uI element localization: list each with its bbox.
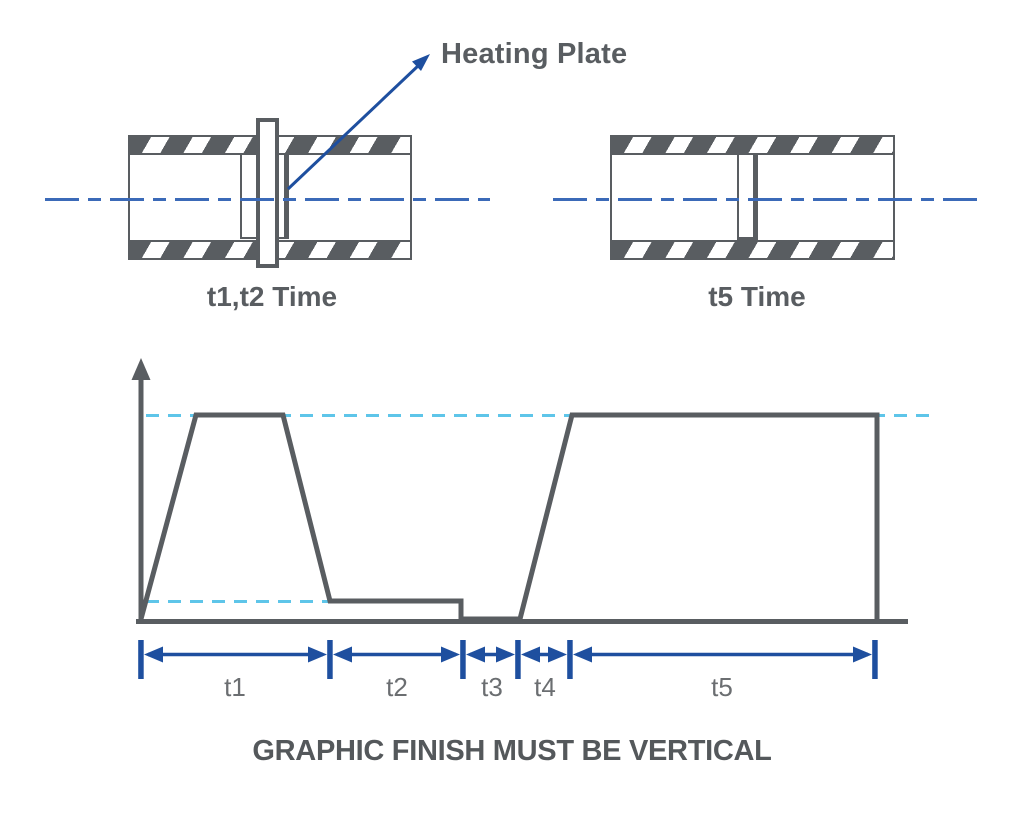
heating-plate-label: Heating Plate [441, 38, 628, 70]
t5-label: t5 [711, 672, 733, 702]
pressure-curve [138, 412, 880, 622]
heating-plate-leader-arrow [286, 54, 430, 191]
heating-plate-shape [256, 118, 279, 268]
dimension-t1 [144, 646, 327, 663]
left-pipe-caption: t1,t2 Time [206, 281, 338, 312]
dimension-t4 [521, 646, 567, 663]
t1-label: t1 [224, 672, 246, 702]
right-pipe-top-wall-hatch [610, 135, 895, 155]
dimension-t3 [466, 646, 515, 663]
t2-label: t2 [386, 672, 408, 702]
y-axis [131, 358, 151, 622]
weld-joint-shape [737, 153, 758, 241]
t4-label: t4 [534, 672, 556, 702]
left-pipe-right-edge [410, 135, 412, 260]
right-pipe-right-edge [893, 135, 895, 260]
tick-t5-end [872, 640, 878, 679]
right-pipe-bottom-wall-hatch [610, 240, 895, 260]
tick-t1-start [138, 640, 144, 679]
right-pipe-left-edge [610, 135, 612, 260]
t3-label: t3 [481, 672, 503, 702]
left-pipe-left-edge [128, 135, 130, 260]
bottom-caption: GRAPHIC FINISH MUST BE VERTICAL [252, 735, 772, 767]
dimension-t5 [573, 646, 872, 663]
dimension-t2 [333, 646, 460, 663]
tick-t1-t2 [327, 640, 333, 679]
right-pipe-caption: t5 Time [708, 281, 806, 312]
